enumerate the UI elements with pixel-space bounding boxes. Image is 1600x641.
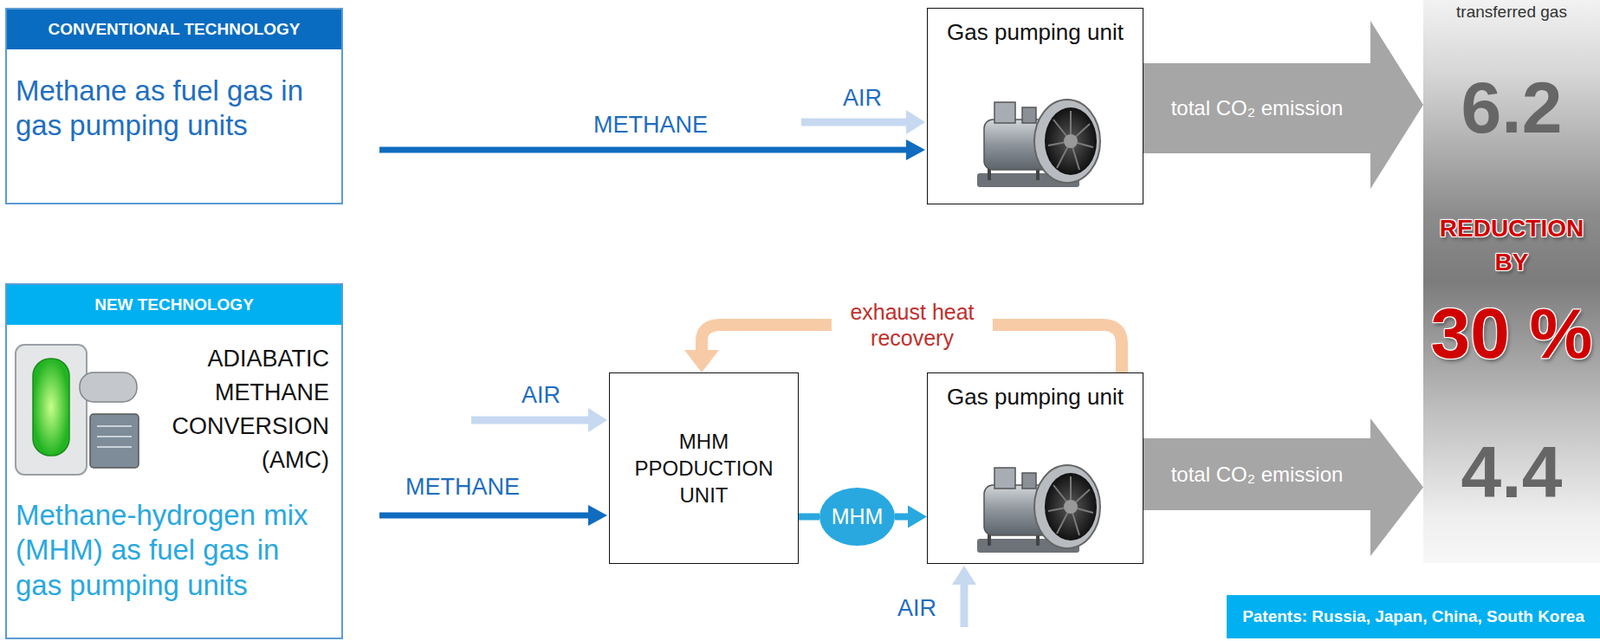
co2-emission-arrow: total CO₂ emission [1143,20,1424,189]
unit-title: Gas pumping unit [931,19,1140,46]
big-arrow-shape [1143,418,1424,557]
air-feed-arrow [952,565,977,628]
gas-pumping-unit-box: Gas pumping unit [926,7,1144,205]
big-arrow-fill [1143,418,1424,557]
co2-emission-arrow: total CO₂ emission [1143,418,1424,557]
air-feed-arrow [471,408,608,433]
technology-name: ADIABATIC METHANE CONVERSION (AMC) [159,342,330,479]
connector-line [798,513,820,521]
panel-figure: 6.2 [1423,71,1600,144]
ellipse-label: MHM [831,505,884,530]
flow-label: METHANE [405,474,520,501]
flow-label: METHANE [593,112,708,139]
air-feed-arrow [801,110,926,135]
connector [798,516,820,518]
mhm-production-unit: MHM PPODUCTION UNIT [608,372,799,564]
methane-feed-arrow [379,139,926,161]
conventional-technology-box: CONVENTIONAL TECHNOLOGY Methane as fuel g… [5,7,344,205]
ellipse-fill [819,487,895,546]
methane-feed-arrow [379,505,608,526]
gas-pumping-unit-box: Gas pumping unit [926,372,1144,564]
panel-figure: 30 % [1423,297,1600,370]
unit-title: Gas pumping unit [931,383,1140,411]
arrow-label: total CO₂ emission [1143,63,1371,154]
flow-label: AIR [897,595,937,622]
section-header: CONVENTIONAL TECHNOLOGY [6,9,342,50]
patents-band: Patents: Russia, Japan, China, South Kor… [1226,595,1600,639]
panel-figure: transferred gas [1423,2,1600,23]
section-header: NEW TECHNOLOGY [6,285,342,325]
unit-title: MHM PPODUCTION UNIT [630,427,778,510]
patents-note: Patents: Russia, Japan, China, South Kor… [1242,595,1585,639]
description-text: Methane as fuel gas in gas pumping units [15,73,333,144]
flow-label: AIR [521,382,561,409]
flow-label: AIR [842,85,882,112]
connector-label: exhaust heat recovery [831,298,993,351]
new-technology-box: NEW TECHNOLOGY ADIABATIC METHANE CONVERSI… [5,283,344,640]
big-arrow-fill [1143,20,1424,189]
description-text: Methane-hydrogen mix (MHM) as fuel gas i… [15,498,333,603]
panel-figure: 4.4 [1423,435,1600,509]
arrow-label: total CO₂ emission [1143,438,1371,511]
panel-figure: REDUCTION BY [1423,211,1600,279]
arrow-head [907,505,927,529]
mhm-ellipse: MHM [819,487,895,546]
emission-panel: transferred gas 6.2REDUCTION BY 30 % 4.4 [1423,0,1600,564]
turbine-illustration [977,99,1101,188]
connector [894,505,927,529]
amc-device-illustration [15,344,139,475]
turbine-illustration [977,465,1101,553]
arrow-head [684,349,720,373]
